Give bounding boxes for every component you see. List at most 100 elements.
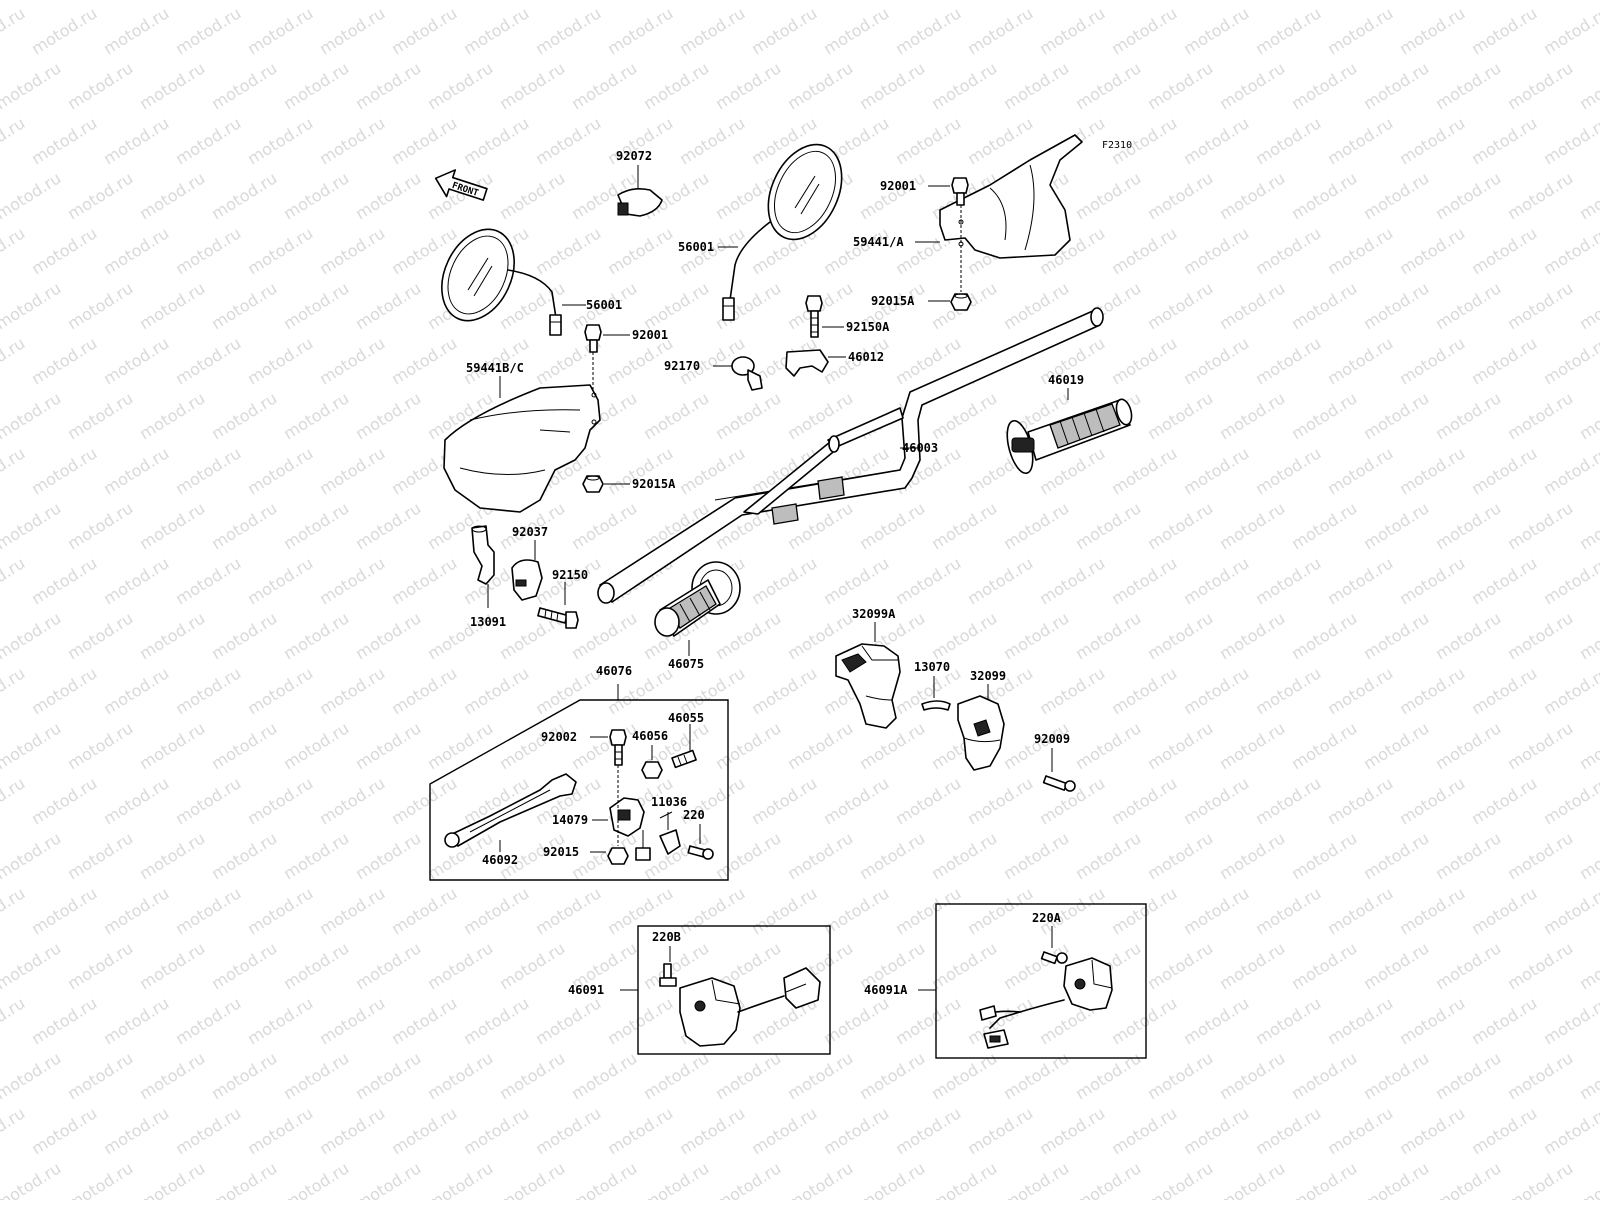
watermark-text: motod.ru [136, 718, 208, 773]
watermark-text: motod.ru [1396, 553, 1468, 608]
screw-92009 [1042, 775, 1076, 792]
screw-46055 [671, 749, 697, 769]
watermark-text: motod.ru [1432, 718, 1504, 773]
watermark-text: motod.ru [136, 498, 208, 553]
watermark-text: motod.ru [1360, 498, 1432, 553]
watermark-text: motod.ru [64, 938, 136, 993]
watermark-text: motod.ru [424, 938, 496, 993]
watermark-text: motod.ru [1504, 718, 1576, 773]
watermark-text: motod.ru [964, 773, 1036, 828]
watermark-text: motod.ru [352, 1048, 424, 1103]
watermark-text: motod.ru [28, 663, 100, 718]
watermark-text: motod.ru [1576, 168, 1600, 223]
diagram-code: F2310 [1102, 140, 1132, 151]
connector-switch [635, 830, 651, 861]
watermark-text: motod.ru [1432, 168, 1504, 223]
watermark-text: motod.ru [1360, 938, 1432, 993]
grip-46019 [1006, 398, 1133, 475]
watermark-text: motod.ru [100, 993, 172, 1048]
watermark-text: motod.ru [1036, 1103, 1108, 1158]
watermark-text: motod.ru [352, 0, 424, 3]
watermark-text: motod.ru [1540, 993, 1600, 1048]
watermark-text: motod.ru [172, 333, 244, 388]
watermark-text: motod.ru [1216, 828, 1288, 883]
watermark-text: motod.ru [172, 443, 244, 498]
watermark-text: motod.ru [568, 1048, 640, 1103]
watermark-text: motod.ru [1540, 553, 1600, 608]
watermark-text: motod.ru [424, 168, 496, 223]
watermark-text: motod.ru [1576, 718, 1600, 773]
watermark-text: motod.ru [280, 278, 352, 333]
watermark-text: motod.ru [424, 718, 496, 773]
watermark-text: motod.ru [100, 1103, 172, 1158]
label-32099: 32099 [970, 669, 1006, 683]
watermark-text: motod.ru [28, 113, 100, 168]
watermark-text: motod.ru [136, 1158, 208, 1200]
watermark-text: motod.ru [928, 608, 1000, 663]
watermark-text: motod.ru [1504, 938, 1576, 993]
watermark-text: motod.ru [100, 333, 172, 388]
switch-assembly-46091 [679, 967, 821, 1047]
watermark-text: motod.ru [316, 223, 388, 278]
label-46076: 46076 [596, 664, 632, 678]
watermark-text: motod.ru [0, 0, 64, 3]
watermark-text: motod.ru [1468, 663, 1540, 718]
watermark-text: motod.ru [208, 1048, 280, 1103]
watermark-text: motod.ru [100, 223, 172, 278]
watermark-text: motod.ru [280, 58, 352, 113]
watermark-text: motod.ru [28, 333, 100, 388]
label-56001-right: 56001 [678, 240, 714, 254]
watermark-text: motod.ru [640, 58, 712, 113]
bolt-92002 [609, 729, 627, 766]
watermark-text: motod.ru [1144, 278, 1216, 333]
watermark-text: motod.ru [1324, 553, 1396, 608]
watermark-text: motod.ru [784, 1158, 856, 1200]
watermark-text: motod.ru [1072, 828, 1144, 883]
watermark-text: motod.ru [1036, 3, 1108, 58]
watermark-text: motod.ru [424, 1048, 496, 1103]
watermark-text: motod.ru [532, 3, 604, 58]
watermark-text: motod.ru [0, 498, 64, 553]
label-46019: 46019 [1048, 373, 1084, 387]
watermark-text: motod.ru [1000, 938, 1072, 993]
watermark-text: motod.ru [208, 58, 280, 113]
watermark-text: motod.ru [1432, 828, 1504, 883]
watermark-text: motod.ru [280, 718, 352, 773]
watermark-text: motod.ru [1252, 993, 1324, 1048]
nut-46056 [641, 761, 663, 779]
watermark-text: motod.ru [0, 333, 28, 388]
box-46091A [935, 903, 1147, 1059]
watermark-text: motod.ru [352, 168, 424, 223]
watermark-text: motod.ru [676, 1103, 748, 1158]
watermark-text: motod.ru [784, 0, 856, 3]
watermark-text: motod.ru [892, 3, 964, 58]
watermark-text: motod.ru [208, 1158, 280, 1200]
watermark-text: motod.ru [136, 168, 208, 223]
handlebar-46003 [597, 307, 1104, 604]
watermark-text: motod.ru [856, 58, 928, 113]
watermark-text: motod.ru [0, 553, 28, 608]
watermark-text: motod.ru [1180, 553, 1252, 608]
watermark-text: motod.ru [280, 1158, 352, 1200]
label-92037: 92037 [512, 525, 548, 539]
watermark-text: motod.ru [280, 1048, 352, 1103]
watermark-text: motod.ru [1180, 223, 1252, 278]
watermark-text: motod.ru [1432, 0, 1504, 3]
watermark-text: motod.ru [208, 608, 280, 663]
watermark-text: motod.ru [1000, 0, 1072, 3]
watermark-text: motod.ru [1324, 333, 1396, 388]
bolt-92150 [537, 607, 579, 629]
watermark-text: motod.ru [244, 663, 316, 718]
watermark-text: motod.ru [280, 828, 352, 883]
watermark-text: motod.ru [676, 883, 748, 938]
watermark-text: motod.ru [0, 938, 64, 993]
watermark-text: motod.ru [1396, 773, 1468, 828]
label-59441A: 59441/A [853, 235, 904, 249]
label-11036: 11036 [651, 795, 687, 809]
watermark-text: motod.ru [1180, 333, 1252, 388]
watermark-text: motod.ru [1180, 663, 1252, 718]
watermark-text: motod.ru [712, 58, 784, 113]
watermark-text: motod.ru [1576, 938, 1600, 993]
watermark-text: motod.ru [1396, 3, 1468, 58]
